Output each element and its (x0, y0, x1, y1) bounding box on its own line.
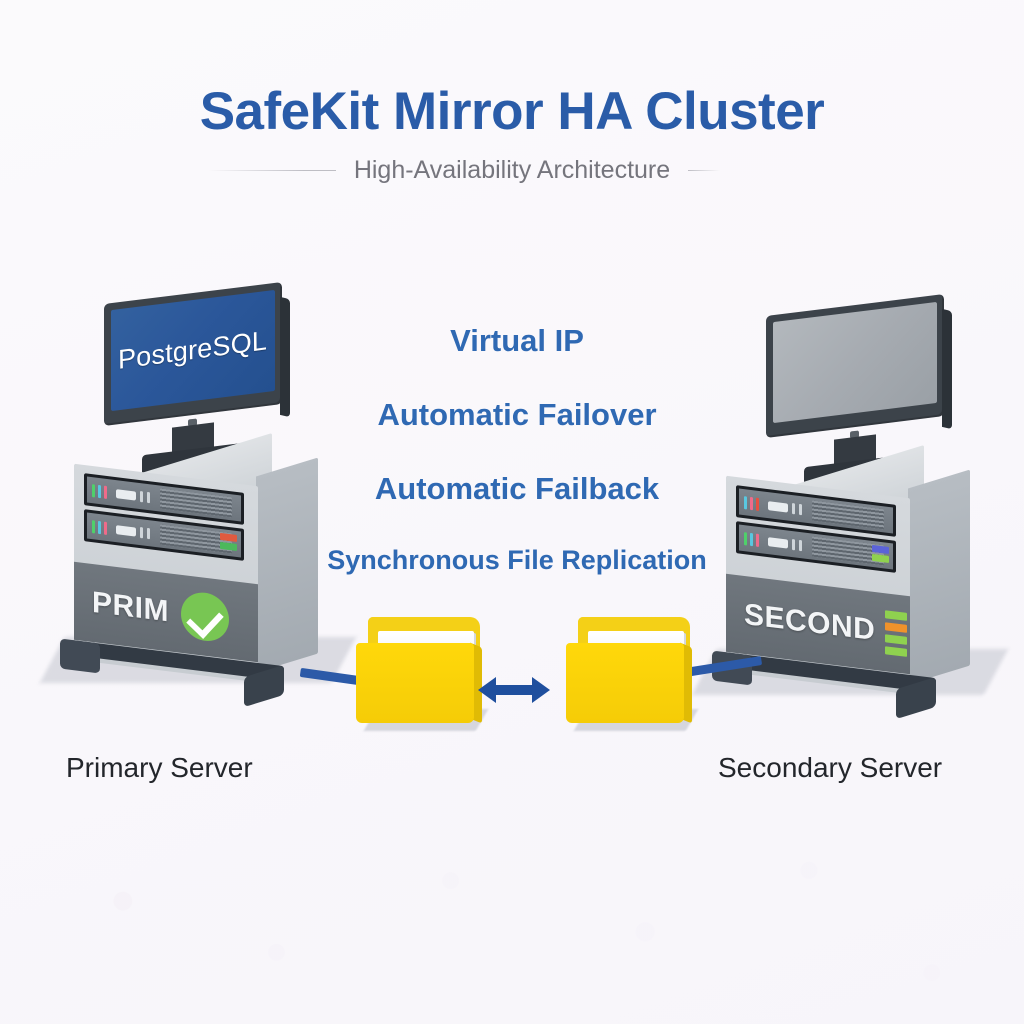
divider-right (688, 169, 817, 171)
secondary-data-folder (566, 617, 699, 731)
folder-tab (368, 617, 426, 631)
led-red-icon (220, 532, 237, 542)
led-pink-icon (104, 521, 107, 535)
led-blue-icon (872, 544, 889, 554)
primary-data-folder (356, 617, 489, 731)
led-cyan-icon (98, 484, 101, 498)
primary-server-caption: Primary Server (66, 752, 253, 783)
rack-pin (792, 502, 795, 514)
rack-corner-leds (872, 544, 889, 563)
primary-role-label: PRIM (92, 585, 169, 629)
subtitle-row: High-Availability Architecture (0, 156, 1024, 185)
rack-drive-bay (768, 500, 788, 513)
rack-led-strip (744, 531, 759, 547)
secondary-tower-side (908, 469, 970, 685)
primary-tower-side (256, 457, 318, 673)
rack-pin (147, 527, 150, 539)
status-led-orange-icon (885, 622, 908, 633)
rack-led-strip (92, 519, 107, 535)
status-led-green-icon (885, 610, 908, 621)
rack-vent-grille (812, 500, 884, 530)
feature-automatic-failover: Automatic Failover (377, 397, 657, 432)
secondary-monitor-screen (773, 301, 937, 424)
status-led-green-icon (885, 634, 908, 645)
rack-corner-leds (220, 532, 237, 551)
feature-virtual-ip: Virtual IP (450, 323, 584, 358)
rack-pin (799, 503, 802, 515)
led-green-icon (92, 483, 95, 498)
secondary-server-caption: Secondary Server (718, 752, 943, 783)
rack-pin (792, 538, 795, 550)
rack-drive-bay (768, 536, 788, 549)
rack-led-strip (92, 483, 107, 499)
folder-front (356, 643, 474, 723)
primary-monitor-screen: PostgreSQL (111, 289, 275, 412)
rack-vent-grille (160, 488, 232, 518)
monitor-bezel-side (280, 296, 290, 418)
led-red-icon (756, 497, 759, 511)
status-led-green-icon (885, 646, 908, 657)
feature-synchronous-file-replication: Synchronous File Replication (327, 545, 707, 575)
led-cyan-icon (744, 495, 747, 510)
folder-tab (578, 617, 636, 631)
led-green-icon (92, 519, 95, 534)
page-title: SafeKit Mirror HA Cluster (199, 82, 825, 141)
secondary-role-label: SECOND (744, 597, 876, 648)
secondary-server-graphic: SECOND (691, 294, 1009, 720)
led-pink-icon (104, 485, 107, 499)
led-cyan-icon (98, 520, 101, 534)
bidirectional-arrow-icon (478, 677, 550, 703)
feature-automatic-failback: Automatic Failback (374, 471, 660, 506)
divider-left (207, 169, 336, 171)
rack-pin (140, 490, 143, 502)
page-subtitle: High-Availability Architecture (353, 155, 671, 184)
rack-drive-bay (116, 488, 136, 501)
check-circle-icon (181, 589, 229, 644)
led-pink-icon (756, 533, 759, 547)
led-cyan-icon (750, 532, 753, 546)
led-pink-icon (750, 496, 753, 510)
rack-pin (147, 491, 150, 503)
primary-screen-label: PostgreSQL (118, 325, 268, 375)
monitor-bezel-side (942, 308, 952, 430)
rack-led-strip (744, 495, 759, 511)
rack-pin (140, 526, 143, 538)
rack-drive-bay (116, 524, 136, 537)
primary-foot-left (60, 638, 100, 674)
led-green-icon (744, 531, 747, 546)
folder-front (566, 643, 684, 723)
primary-server-graphic: PostgreSQL (39, 282, 357, 708)
diagram-header: SafeKit Mirror HA Cluster High-Availabil… (0, 84, 1024, 185)
rack-pin (799, 539, 802, 551)
secondary-status-leds (885, 610, 908, 657)
feature-list: Virtual IP Automatic Failover Automatic … (312, 325, 722, 574)
